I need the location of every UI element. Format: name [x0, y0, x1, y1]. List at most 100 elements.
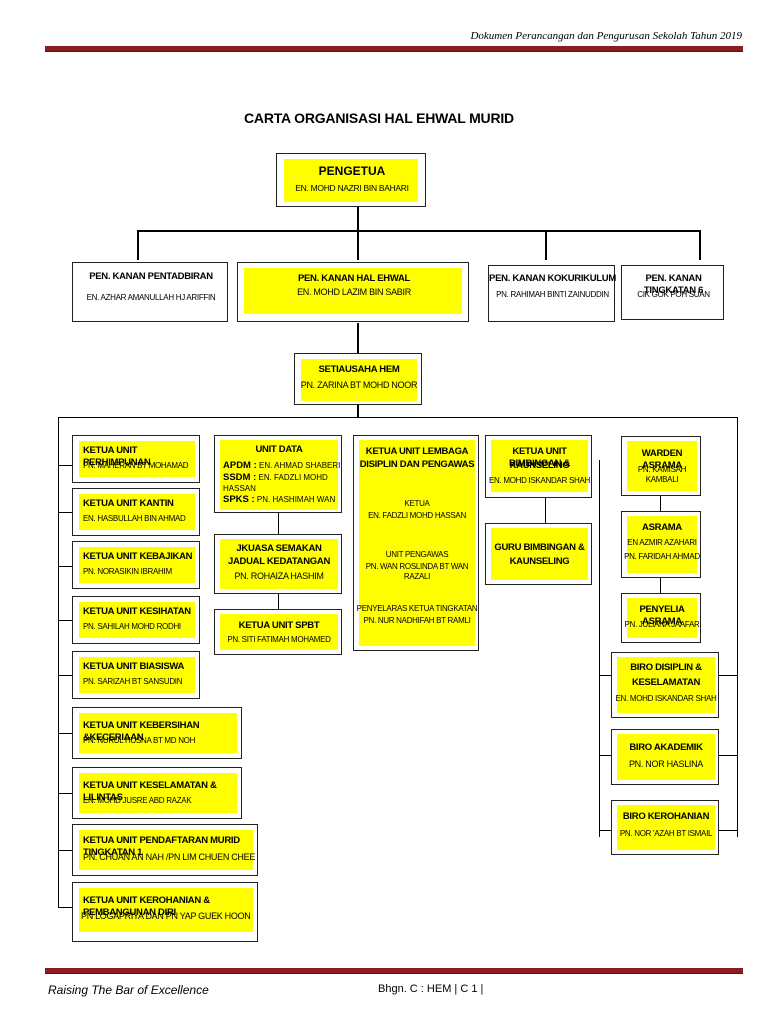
pengetua-box: PENGETUA EN. MOHD NAZRI BIN BAHARI — [276, 153, 426, 207]
pk-pentadbiran-box: PEN. KANAN PENTADBIRAN EN. AZHAR AMANULL… — [72, 262, 228, 322]
connector — [278, 594, 279, 609]
biro-disiplin-role1: BIRO DISIPLIN & — [630, 662, 702, 673]
connector — [137, 230, 139, 260]
connector — [599, 830, 611, 831]
unit-data-box: UNIT DATA APDM : EN. AHMAD SHABERI SSDM … — [214, 435, 342, 513]
unit-kerohanian-box: KETUA UNIT KEROHANIAN & PEMBANGUNAN DIRI… — [72, 882, 258, 942]
connector — [719, 755, 737, 756]
unit-kantin-box: KETUA UNIT KANTIN EN. HASBULLAH BIN AHMA… — [72, 488, 200, 536]
bimbingan-role1: KETUA UNIT BIMBINGAN & — [508, 446, 571, 469]
lembaga-pengawas-name: PN. WAN ROSLINDA BT WAN RAZALI — [365, 562, 469, 581]
unit-kebersihan-name: PN. NURUL HUSNA BT MD NOH — [83, 736, 196, 745]
jk-semakan-role1: JKUASA SEMAKAN — [236, 543, 322, 554]
unit-kesihatan-name: PN. SAHILAH MOHD RODHI — [83, 622, 181, 631]
asrama-name2: PN. FARIDAH AHMAD — [624, 552, 700, 561]
pk-pentadbiran-name: EN. AZHAR AMANULLAH HJ ARIFFIN — [86, 293, 216, 302]
biro-kerohanian-name: PN. NOR 'AZAH BT ISMAIL — [619, 829, 713, 838]
connector — [599, 755, 611, 756]
unit-spbt-box: KETUA UNIT SPBT PN. SITI FATIMAH MOHAMED — [214, 609, 342, 655]
pk-kokurikulum-name: PN. RAHIMAH BINTI ZAINUDDIN — [496, 290, 609, 299]
guru-bimbingan-box: GURU BIMBINGAN & KAUNSELING — [485, 523, 592, 585]
unit-kebajikan-name: PN. NORASIKIN IBRAHIM — [83, 567, 172, 576]
connector — [58, 907, 72, 908]
biro-akademik-role: BIRO AKADEMIK — [629, 742, 703, 753]
setiausaha-role: SETIAUSAHA HEM — [318, 364, 400, 375]
unit-data-title: UNIT DATA — [255, 444, 303, 455]
biro-disiplin-box: BIRO DISIPLIN & KESELAMATAN EN. MOHD ISK… — [611, 652, 719, 718]
connector — [660, 496, 661, 511]
pk-kokurikulum-role: PEN. KANAN KOKURIKULUM — [489, 273, 616, 284]
jk-semakan-role2: JADUAL KEDATANGAN — [227, 556, 331, 567]
penyelia-role: PENYELIA ASRAMA — [639, 604, 685, 627]
unit-kebersihan-box: KETUA UNIT KEBERSIHAN &KECERIAAN PN. NUR… — [72, 707, 242, 759]
pk-hal-ehwal-box: PEN. KANAN HAL EHWAL EN. MOHD LAZIM BIN … — [237, 262, 469, 322]
unit-kebajikan-role: KETUA UNIT KEBAJIKAN — [83, 551, 193, 562]
connector — [545, 230, 547, 260]
unit-keselamatan-name: EN. MOHD JUSRE ABD RAZAK — [83, 796, 192, 805]
biro-akademik-name: PN. NOR HASLINA — [628, 759, 704, 769]
unit-perhimpunan-name: PN. MAHERAN BT MOHAMAD — [83, 461, 189, 470]
unit-keselamatan-box: KETUA UNIT KESELAMATAN & LILINTAS EN. MO… — [72, 767, 242, 819]
pk-kokurikulum-box: PEN. KANAN KOKURIKULUM PN. RAHIMAH BINTI… — [488, 265, 616, 322]
apdm-label: APDM : — [223, 460, 257, 471]
asrama-box: ASRAMA EN AZMIR AZAHARI PN. FARIDAH AHMA… — [621, 511, 701, 578]
footer-section: Bhgn. C : HEM | C 1 | — [378, 983, 484, 995]
biro-akademik-box: BIRO AKADEMIK PN. NOR HASLINA — [611, 729, 719, 785]
setiausaha-name: PN. ZARINA BT MOHD NOOR — [300, 380, 418, 390]
unit-kesihatan-role: KETUA UNIT KESIHATAN — [83, 606, 191, 617]
connector — [357, 230, 359, 260]
lembaga-role2: DISIPLIN DAN PENGAWAS — [359, 459, 475, 470]
lembaga-role1: KETUA UNIT LEMBAGA — [365, 446, 469, 457]
connector — [357, 323, 359, 353]
pk-hal-ehwal-name: EN. MOHD LAZIM BIN SABIR — [297, 287, 411, 297]
lembaga-ketua-name: EN. FADZLI MOHD HASSAN — [368, 511, 466, 520]
connector — [58, 417, 738, 418]
warden-asrama-box: WARDEN ASRAMA PN. KAMISAH KAMBALI — [621, 436, 701, 496]
apdm-name: EN. AHMAD SHABERI — [259, 461, 341, 470]
pengetua-role: PENGETUA — [318, 164, 386, 178]
biro-kerohanian-role: BIRO KEROHANIAN — [622, 811, 710, 822]
unit-kantin-name: EN. HASBULLAH BIN AHMAD — [83, 514, 186, 523]
chart-title: CARTA ORGANISASI HAL EHWAL MURID — [244, 110, 514, 126]
unit-kebersihan-role: KETUA UNIT KEBERSIHAN &KECERIAAN — [83, 720, 200, 743]
footer-rule — [45, 968, 743, 974]
connector — [58, 733, 72, 734]
lembaga-penyelaras-label: PENYELARAS KETUA TINGKATAN — [356, 604, 478, 613]
unit-biasiswa-box: KETUA UNIT BIASISWA PN. SARIZAH BT SANSU… — [72, 651, 200, 699]
connector — [58, 566, 72, 567]
unit-spbt-name: PN. SITI FATIMAH MOHAMED — [227, 635, 331, 644]
unit-biasiswa-role: KETUA UNIT BIASISWA — [83, 661, 185, 672]
bimbingan-role2: KAUNSELING — [509, 460, 570, 471]
pk-tingkatan6-box: PEN. KANAN TINGKATAN 6 CIK GOK POH SUAN — [621, 265, 724, 320]
unit-bimbingan-box: KETUA UNIT BIMBINGAN & KAUNSELING EN. MO… — [485, 435, 592, 498]
spks-label: SPKS : — [223, 493, 255, 505]
warden-role: WARDEN ASRAMA — [641, 448, 683, 471]
connector — [599, 675, 611, 676]
biro-disiplin-name: EN. MOHD ISKANDAR SHAH — [615, 694, 717, 703]
biro-kerohanian-box: BIRO KEROHANIAN PN. NOR 'AZAH BT ISMAIL — [611, 800, 719, 855]
biro-disiplin-role2: KESELAMATAN — [631, 677, 701, 688]
penyelia-name: PN. JULIANA JAAFAR — [624, 620, 700, 629]
unit-kantin-role: KETUA UNIT KANTIN — [83, 498, 174, 509]
unit-perhimpunan-role: KETUA UNIT PERHIMPUNAN — [83, 445, 151, 468]
pengetua-name: EN. MOHD NAZRI BIN BAHARI — [295, 183, 409, 193]
connector — [58, 620, 72, 621]
connector — [58, 850, 72, 851]
unit-perhimpunan-box: KETUA UNIT PERHIMPUNAN PN. MAHERAN BT MO… — [72, 435, 200, 483]
lembaga-penyelaras-name: PN. NUR NADHIFAH BT RAMLI — [363, 616, 471, 625]
connector — [58, 417, 59, 907]
connector — [719, 675, 737, 676]
document-header: Dokumen Perancangan dan Pengurusan Sekol… — [470, 30, 742, 42]
unit-kebajikan-box: KETUA UNIT KEBAJIKAN PN. NORASIKIN IBRAH… — [72, 541, 200, 589]
asrama-role: ASRAMA — [642, 522, 682, 533]
pk-tingkatan6-name: CIK GOK POH SUAN — [637, 290, 710, 299]
lembaga-ketua-label: KETUA — [404, 499, 430, 508]
bimbingan-name: EN. MOHD ISKANDAR SHAH — [489, 476, 590, 485]
connector — [58, 675, 72, 676]
unit-pendaftaran-role: KETUA UNIT PENDAFTARAN MURID TINGKATAN 1 — [83, 835, 240, 858]
connector — [545, 488, 546, 523]
connector — [357, 405, 359, 417]
connector — [719, 830, 737, 831]
jk-semakan-box: JKUASA SEMAKAN JADUAL KEDATANGAN PN. ROH… — [214, 534, 342, 594]
unit-kerohanian-name: PN LOGAPRIYA DAN PN YAP GUEK HOON — [81, 911, 251, 921]
